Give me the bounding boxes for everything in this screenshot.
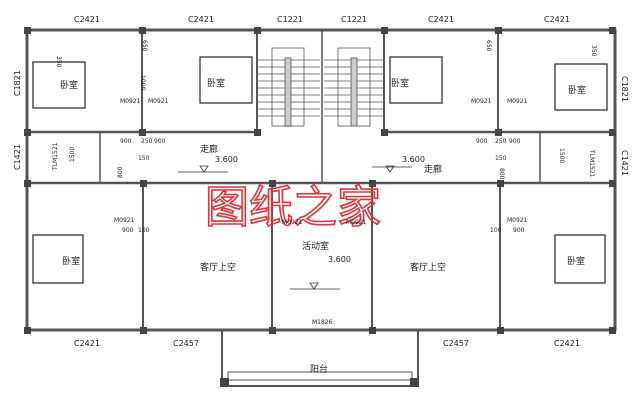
dimension: 800 bbox=[117, 166, 124, 178]
door-label: M0921 bbox=[282, 219, 303, 226]
dimension: 900 bbox=[513, 227, 525, 234]
room-label-bedroom: 卧室 bbox=[62, 255, 80, 267]
dimension: 900 bbox=[122, 227, 134, 234]
window-label: C2421 bbox=[544, 15, 570, 24]
walls bbox=[25, 28, 617, 387]
watermark-text: 图纸之家 bbox=[205, 182, 381, 233]
window-label: C1421 bbox=[620, 150, 629, 176]
dimension: 150 bbox=[495, 155, 507, 162]
dimension: 150 bbox=[138, 155, 150, 162]
window-label: C1221 bbox=[341, 15, 367, 24]
room-label-corridor: 走廊 bbox=[424, 163, 442, 175]
dimension: 100 bbox=[490, 227, 502, 234]
dimension: 800 bbox=[498, 168, 505, 180]
window-label: C2457 bbox=[173, 339, 199, 348]
door-label: M0921 bbox=[346, 219, 367, 226]
elevation-symbols bbox=[178, 165, 412, 290]
door-label-bath: TLM1521 bbox=[588, 149, 595, 178]
stairs bbox=[258, 47, 383, 127]
dimension: 1000 bbox=[139, 75, 146, 90]
door-label-main: M1826 bbox=[312, 319, 333, 326]
room-label-balcony: 阳台 bbox=[310, 363, 328, 375]
dimension: 1500 bbox=[558, 148, 565, 163]
window-label: C1821 bbox=[620, 76, 629, 102]
window-label: C2457 bbox=[443, 339, 469, 348]
room-label-bedroom: 卧室 bbox=[568, 84, 586, 96]
dimension: 100 bbox=[138, 227, 150, 234]
dimension: 350 bbox=[590, 45, 597, 57]
columns bbox=[24, 27, 616, 387]
room-label-bedroom: 卧室 bbox=[567, 255, 585, 267]
dimension: 1500 bbox=[69, 147, 76, 162]
window-label: C2421 bbox=[188, 15, 214, 24]
elevation-mark: 3.600 bbox=[402, 155, 425, 164]
door-label: M0921 bbox=[507, 98, 528, 105]
dimension: 900 bbox=[509, 138, 521, 145]
room-label-bedroom: 卧室 bbox=[207, 77, 225, 89]
elevation-mark: 3.600 bbox=[328, 255, 351, 264]
window-label: C1821 bbox=[13, 70, 22, 96]
dimension: 350 bbox=[55, 56, 62, 68]
dimension: 900 bbox=[120, 138, 132, 145]
dimension: 650 bbox=[141, 40, 148, 52]
window-label: C2421 bbox=[554, 339, 580, 348]
door-label: M0921 bbox=[148, 98, 169, 105]
elevation-mark: 3.600 bbox=[215, 155, 238, 164]
door-label: M0921 bbox=[507, 217, 528, 224]
dimension: 650 bbox=[485, 40, 492, 52]
room-label-living-void: 客厅上空 bbox=[410, 261, 446, 273]
dimension: 900 bbox=[154, 138, 166, 145]
door-label: M0921 bbox=[114, 217, 135, 224]
window-label: C2421 bbox=[428, 15, 454, 24]
door-label-bath: TLM1521 bbox=[52, 142, 59, 171]
dimension: 900 bbox=[476, 138, 488, 145]
door-label: M0921 bbox=[471, 98, 492, 105]
window-label: C1421 bbox=[13, 144, 22, 170]
room-label-bedroom: 卧室 bbox=[60, 79, 78, 91]
door-label: M0921 bbox=[120, 98, 141, 105]
dimension: 250 bbox=[141, 138, 153, 145]
room-label-corridor: 走廊 bbox=[200, 143, 218, 155]
room-label-living-void: 客厅上空 bbox=[200, 261, 236, 273]
window-label: C2421 bbox=[74, 15, 100, 24]
window-label: C2421 bbox=[74, 339, 100, 348]
dimension: 250 bbox=[495, 138, 507, 145]
window-label: C1221 bbox=[277, 15, 303, 24]
room-label-activity: 活动室 bbox=[302, 240, 329, 252]
room-label-bedroom: 卧室 bbox=[391, 77, 409, 89]
beds bbox=[32, 56, 608, 284]
